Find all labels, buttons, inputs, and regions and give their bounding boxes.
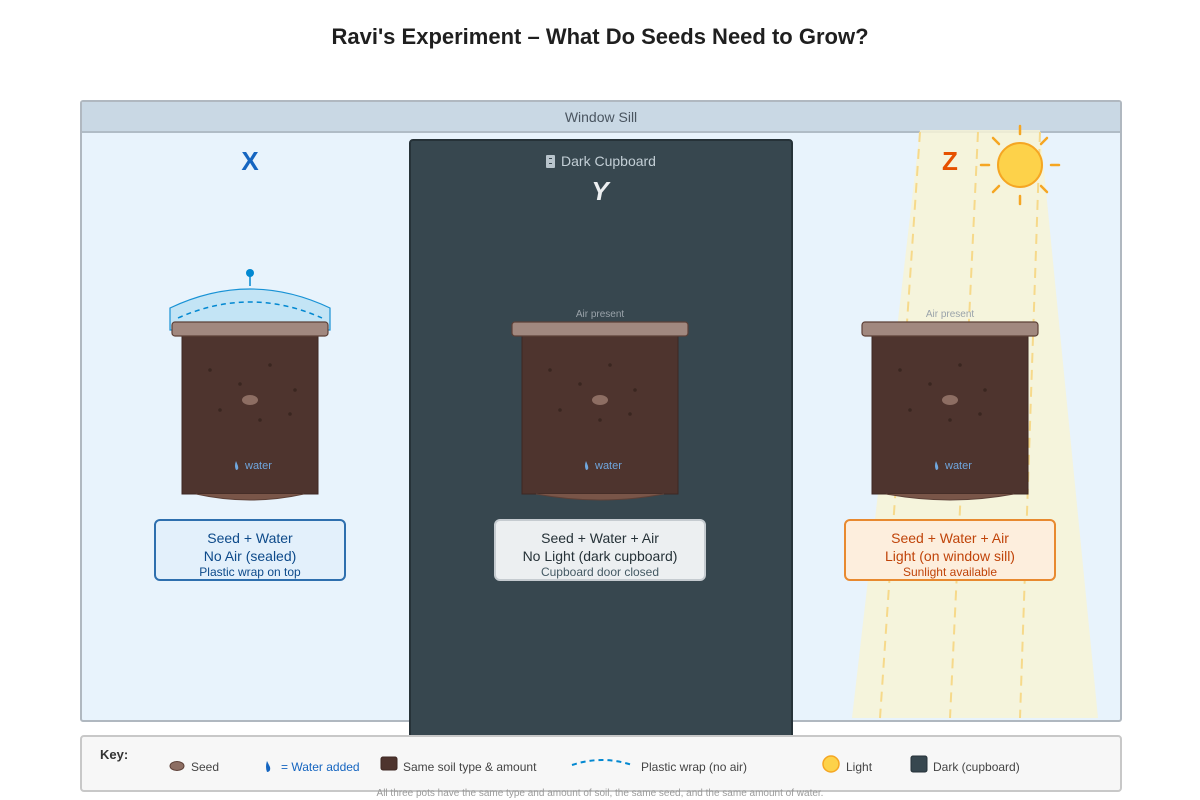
dark-icon [910, 755, 928, 773]
pot-z-letter: Z [942, 146, 958, 176]
cupboard-icon [546, 155, 556, 168]
water-drop-icon [235, 461, 239, 470]
pot-y-water-label: water [595, 460, 622, 472]
key-legend: Key: Seed = Water added Same soil type &… [80, 735, 1122, 792]
caption-line-3: Plastic wrap on top [199, 565, 301, 579]
key-light-label: Light [846, 760, 873, 774]
water-drop-icon [266, 761, 271, 772]
cupboard-label: Dark Cupboard [411, 153, 791, 169]
caption-line-1: Seed + Water + Air [891, 530, 1009, 546]
key-wrap-label: Plastic wrap (no air) [641, 760, 748, 774]
pot-z-caption: Seed + Water + Air Light (on window sill… [844, 519, 1056, 581]
pot-rim [861, 321, 1039, 337]
caption-line-3: Cupboard door closed [540, 565, 660, 579]
wrap-pin [246, 269, 254, 277]
key-soil-label: Same soil type & amount [403, 760, 537, 774]
pot-y-caption: Seed + Water + Air No Light (dark cupboa… [494, 519, 706, 581]
pot-y-air-label: Air present [575, 309, 625, 320]
seed-icon [592, 395, 608, 405]
cupboard-label-text: Dark Cupboard [561, 153, 656, 169]
sun-icon [979, 124, 1061, 206]
pot-x-letter: X [241, 146, 259, 176]
pot-rim [171, 321, 329, 337]
seed-icon [942, 395, 958, 405]
seed-icon [169, 761, 185, 771]
water-drop-icon [935, 461, 939, 470]
caption-line-1: Seed + Water [207, 530, 293, 546]
plastic-wrap-icon [169, 288, 331, 331]
caption-line-2: Light (on window sill) [885, 548, 1015, 564]
footnote: All three pots have the same type and am… [376, 788, 824, 799]
plastic-wrap-edge [177, 301, 323, 319]
key-seed-label: Seed [191, 760, 220, 774]
caption-line-2: No Air (sealed) [203, 548, 297, 564]
sun-ray [1019, 131, 1041, 719]
pot-y-letter: Y [591, 176, 609, 206]
pot-x [169, 269, 331, 501]
key-symbols [169, 755, 928, 773]
caption-line-1: Seed + Water + Air [541, 530, 659, 546]
pot-y [511, 321, 689, 501]
caption-line-2: No Light (dark cupboard) [522, 548, 678, 564]
water-drop-icon [585, 461, 589, 470]
key-dark-label: Dark (cupboard) [933, 760, 1020, 774]
caption-line-3: Sunlight available [902, 565, 998, 579]
plastic-wrap-icon [571, 759, 633, 766]
seed-icon [242, 395, 258, 405]
key-title: Key: [100, 747, 129, 762]
window-sill-label: Window Sill [82, 102, 1120, 133]
key-water-label: = Water added [281, 760, 360, 774]
pot-z-water-label: water [945, 460, 972, 472]
pot-x-caption: Seed + Water No Air (sealed) Plastic wra… [154, 519, 346, 581]
pot-x-water-label: water [245, 460, 272, 472]
pot-z [861, 321, 1039, 501]
pot-rim [511, 321, 689, 337]
light-icon [822, 755, 840, 773]
pot-z-air-label: Air present [925, 309, 975, 320]
diagram-title: Ravi's Experiment – What Do Seeds Need t… [331, 24, 869, 49]
soil-icon [380, 756, 398, 771]
